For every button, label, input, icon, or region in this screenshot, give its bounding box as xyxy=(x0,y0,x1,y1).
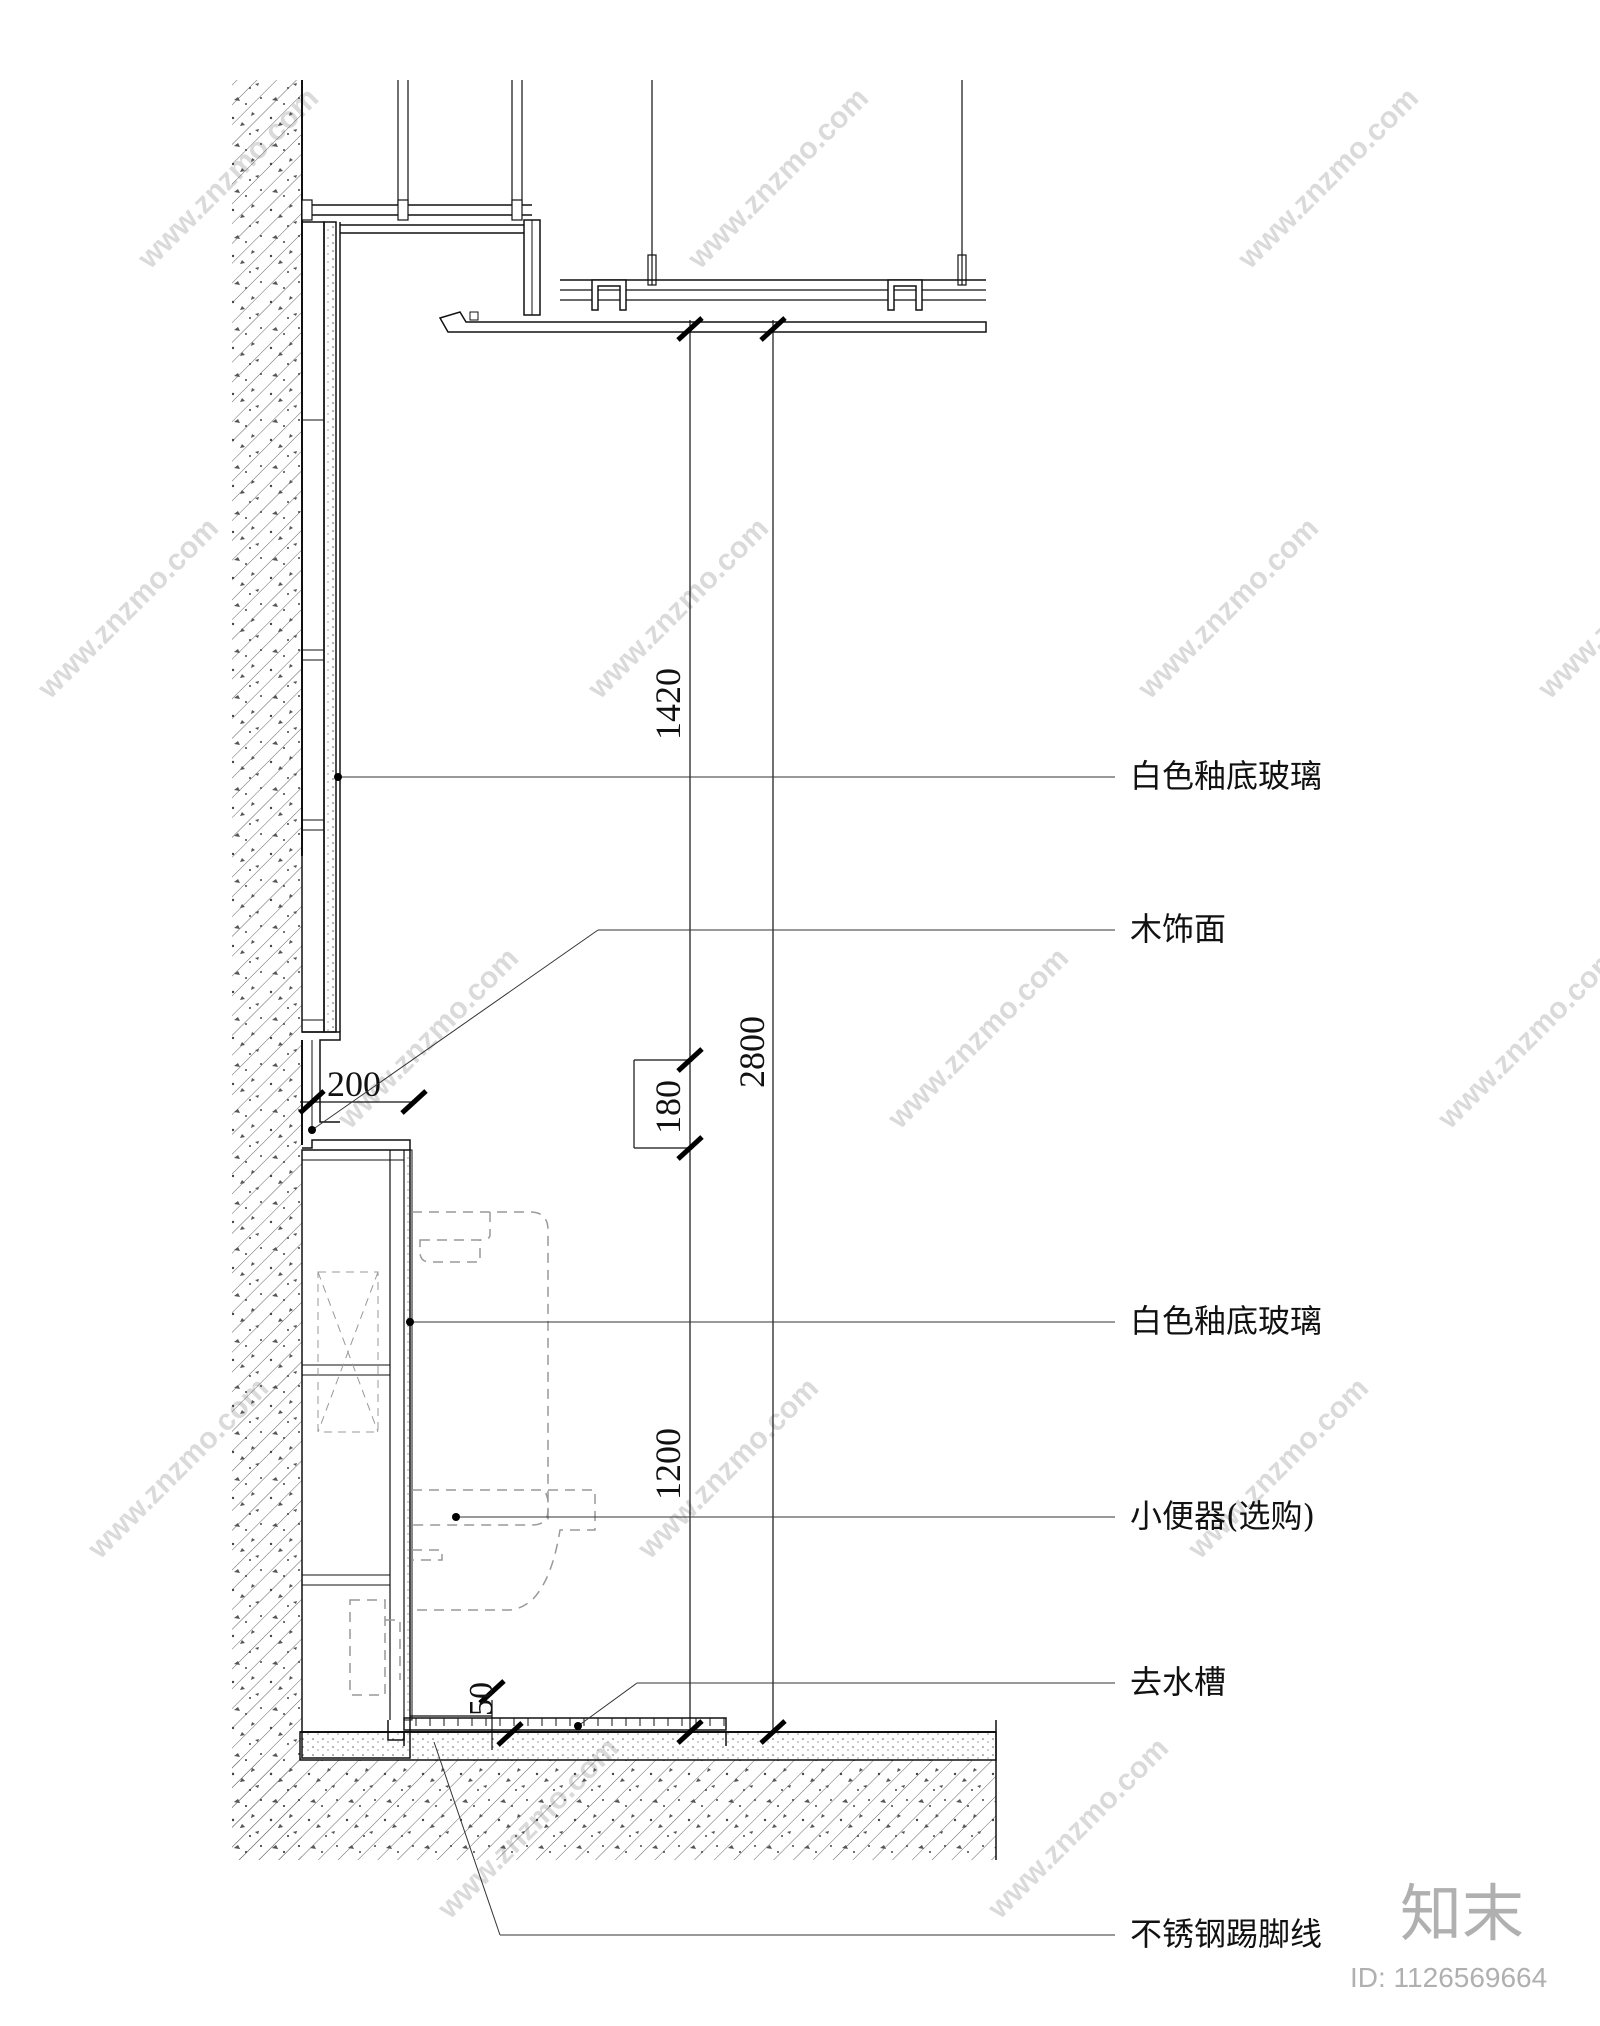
image-id: ID: 1126569664 xyxy=(1350,1962,1547,1993)
watermark-text: www.znzmo.com xyxy=(981,1732,1175,1926)
floor-slab xyxy=(232,1720,997,1860)
material-labels: 白色釉底玻璃 木饰面 白色釉底玻璃 小便器(选购) 去水槽 不锈钢踢脚线 xyxy=(1130,757,1322,1953)
brand-mark: 知末 ID: 1126569664 xyxy=(1350,1877,1547,1993)
label-glass-lower: 白色釉底玻璃 xyxy=(1130,1302,1322,1340)
leader-lines xyxy=(311,776,1115,1936)
dimension-lines xyxy=(300,320,774,1750)
watermark-text: www.znzmo.com xyxy=(1181,1372,1375,1566)
drain-grille xyxy=(403,1717,727,1746)
dimension-ticks xyxy=(298,316,787,1747)
watermark-text: www.znzmo.com xyxy=(1131,512,1325,706)
urinal-outline xyxy=(349,1211,596,1696)
watermark-text: www.znzmo.com xyxy=(1531,512,1600,706)
label-wood-finish: 木饰面 xyxy=(1130,910,1226,948)
lower-panel xyxy=(301,1139,413,1759)
watermark-text: www.znzmo.com xyxy=(881,942,1075,1136)
leader-dots xyxy=(308,773,582,1730)
dim-200: 200 xyxy=(327,1064,381,1104)
dim-1200: 1200 xyxy=(648,1428,688,1500)
watermark-text: www.znzmo.com xyxy=(681,82,875,276)
watermark-text: www.znzmo.com xyxy=(31,512,225,706)
dim-1420: 1420 xyxy=(648,668,688,740)
ceiling-assembly xyxy=(301,80,987,333)
dim-50: 50 xyxy=(463,1682,500,1716)
watermark-text: www.znzmo.com xyxy=(1231,82,1425,276)
dim-2800: 2800 xyxy=(732,1016,772,1088)
label-urinal: 小便器(选购) xyxy=(1130,1497,1315,1535)
label-glass-upper: 白色釉底玻璃 xyxy=(1130,757,1322,795)
label-skirting: 不锈钢踢脚线 xyxy=(1130,1915,1322,1953)
concrete-wall xyxy=(232,80,303,1860)
dimension-texts: 1420 2800 180 1200 50 200 xyxy=(327,668,772,1716)
dim-180: 180 xyxy=(648,1080,688,1134)
watermark-text: www.znzmo.com xyxy=(1431,942,1600,1136)
watermark-text: www.znzmo.com xyxy=(331,942,525,1136)
label-drain: 去水槽 xyxy=(1130,1663,1226,1701)
brand-logo: 知末 xyxy=(1400,1877,1524,1950)
upper-wall-cladding xyxy=(301,221,341,1132)
